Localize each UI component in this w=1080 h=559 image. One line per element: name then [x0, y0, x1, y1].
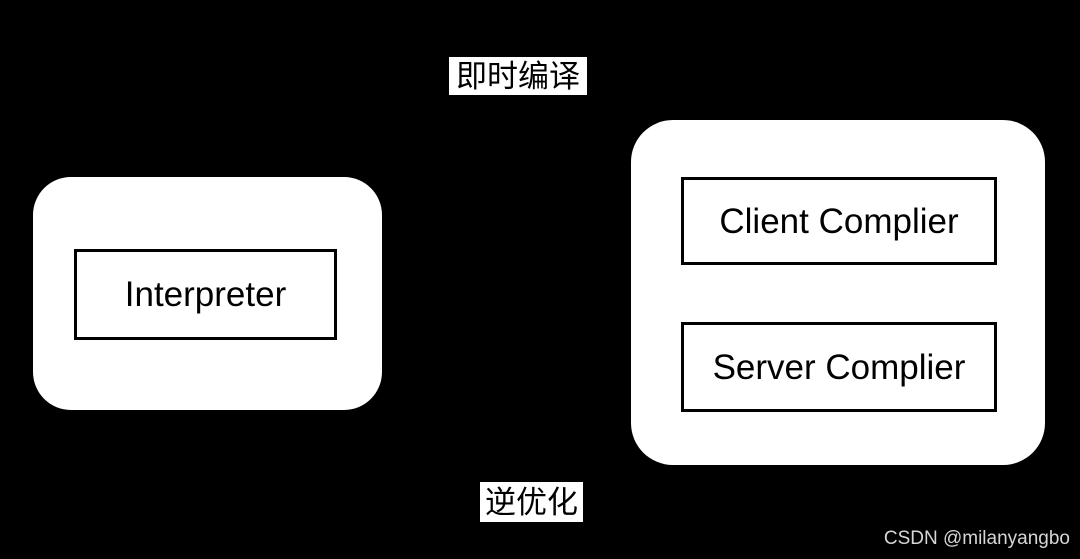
- client-compiler-node: Client Complier: [681, 177, 997, 265]
- interpreter-group: Interpreter: [33, 177, 382, 410]
- csdn-watermark: CSDN @milanyangbo: [883, 528, 1070, 549]
- jit-compile-label: 即时编译: [449, 57, 587, 95]
- server-compiler-node: Server Complier: [681, 322, 997, 412]
- compiler-group: Client Complier Server Complier: [631, 120, 1045, 465]
- interpreter-node: Interpreter: [74, 249, 337, 340]
- deoptimization-label: 逆优化: [480, 482, 583, 522]
